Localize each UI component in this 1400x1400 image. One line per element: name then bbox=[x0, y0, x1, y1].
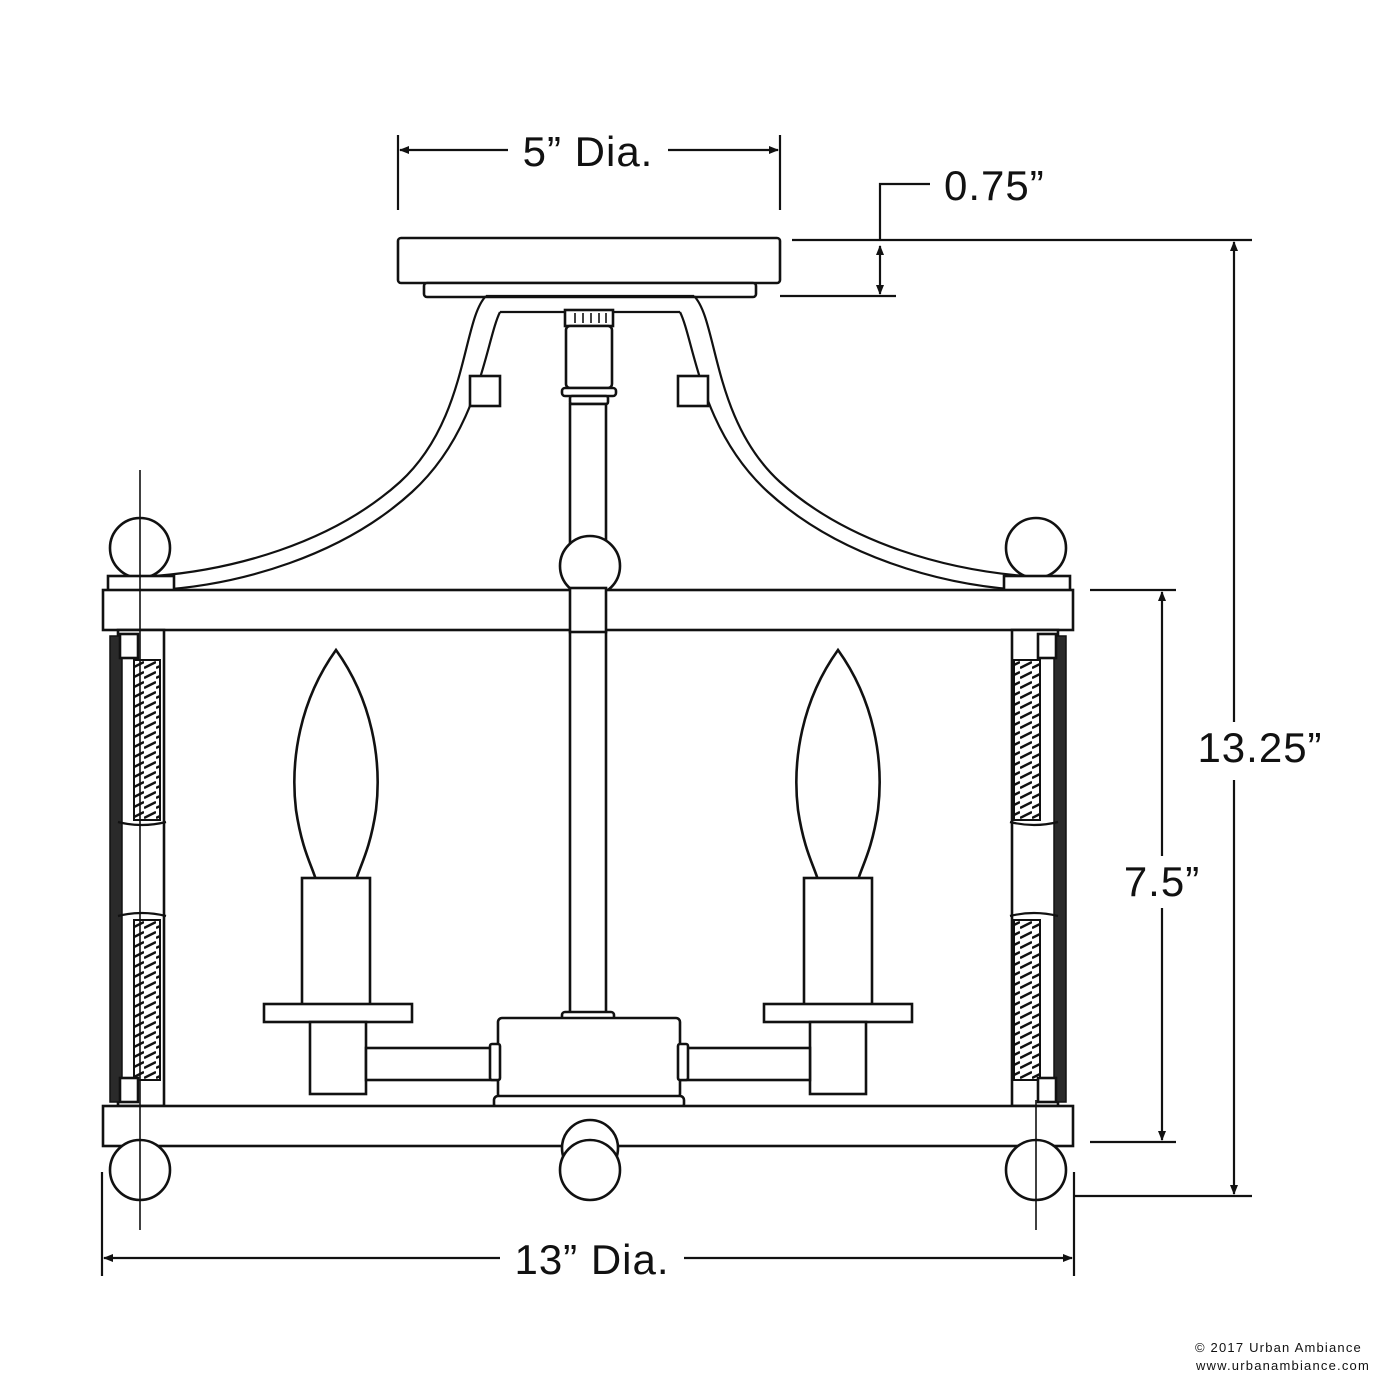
left-candle-bulb bbox=[262, 647, 498, 1096]
website-text: www.urbanambiance.com bbox=[1195, 1358, 1370, 1373]
overall-diameter-label: 13” Dia. bbox=[514, 1236, 669, 1283]
ceiling-canopy bbox=[396, 236, 782, 299]
right-candle-bulb bbox=[680, 647, 914, 1096]
frame-arms bbox=[154, 294, 1026, 592]
copyright-text: © 2017 Urban Ambiance bbox=[1195, 1340, 1362, 1355]
left-twisted-post bbox=[109, 628, 167, 1108]
center-stem bbox=[560, 308, 618, 1024]
canopy-height-label: 0.75” bbox=[944, 162, 1045, 209]
fixture-drawing bbox=[101, 236, 1075, 1202]
canopy-diameter-label: 5” Dia. bbox=[523, 128, 654, 175]
right-twisted-post bbox=[1009, 628, 1067, 1108]
dimension-lines bbox=[100, 135, 1252, 1276]
center-hub bbox=[488, 1016, 690, 1110]
overall-height-label: 13.25” bbox=[1197, 724, 1322, 771]
body-height-label: 7.5” bbox=[1124, 858, 1200, 905]
